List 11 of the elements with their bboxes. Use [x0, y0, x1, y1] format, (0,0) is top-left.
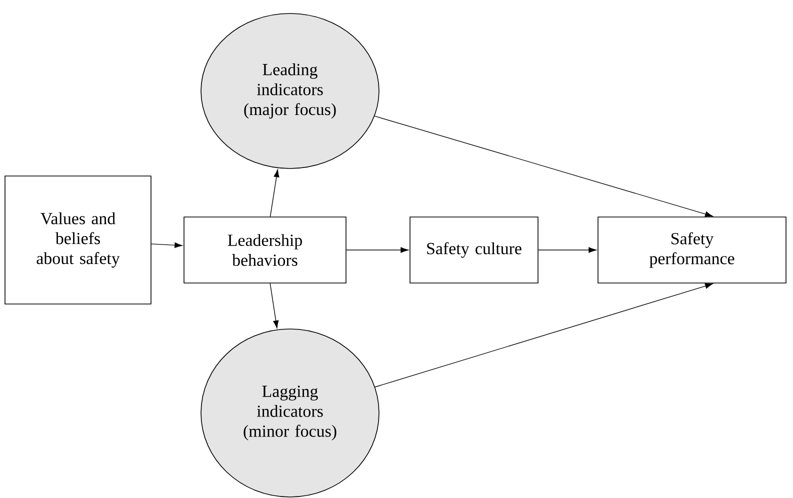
- arrow: [374, 116, 713, 217]
- arrow: [346, 247, 408, 253]
- arrow: [538, 247, 596, 253]
- process-box: Safety performance: [598, 216, 786, 284]
- arrow: [151, 242, 182, 248]
- process-box: Leadership behaviors: [184, 216, 346, 284]
- arrow: [270, 169, 280, 217]
- process-box: Safety culture: [410, 216, 538, 284]
- process-box: Values and beliefs about safety: [4, 176, 152, 304]
- arrow: [270, 283, 279, 328]
- arrow: [374, 283, 713, 388]
